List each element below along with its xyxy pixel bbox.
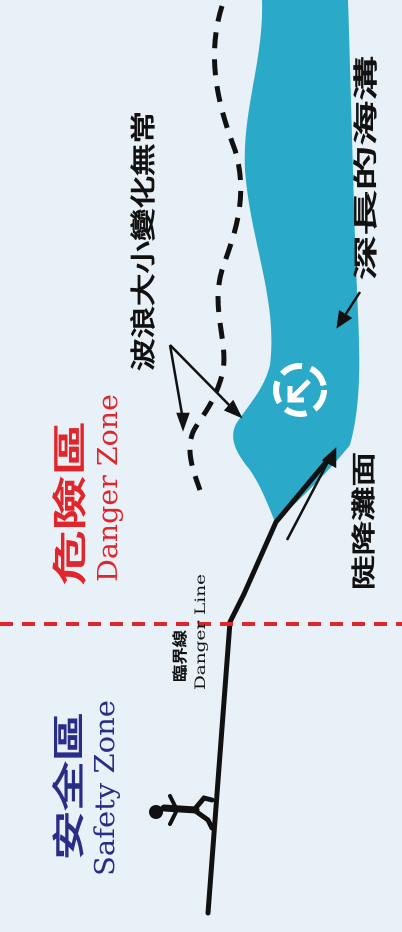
danger-zone-zh-label: 危險區 <box>51 421 91 585</box>
safety-zone-zh-label: 安全區 <box>50 712 88 860</box>
danger-zone-en-label: Danger Zone <box>93 394 124 582</box>
wave-dashed-outline <box>187 5 244 491</box>
wave-pointer-arrows <box>168 344 243 432</box>
sea-water <box>233 0 360 522</box>
walking-person-icon <box>149 794 215 831</box>
beach-profile-line <box>205 452 335 916</box>
deep-trench-label: 深長的海溝 <box>351 56 380 280</box>
steep-beach-arrow <box>285 447 337 541</box>
danger-line-en-label: Danger Line <box>193 574 209 690</box>
waves-label: 波浪大小變化無常 <box>129 111 158 371</box>
danger-line-zh-label: 臨界線 <box>171 630 189 682</box>
safety-zone-en-label: Safety Zone <box>90 700 121 876</box>
deep-trench-arrow <box>336 291 362 329</box>
rip-current-arrow-icon <box>273 363 327 417</box>
steep-beach-label: 陡降灘面 <box>349 452 378 590</box>
